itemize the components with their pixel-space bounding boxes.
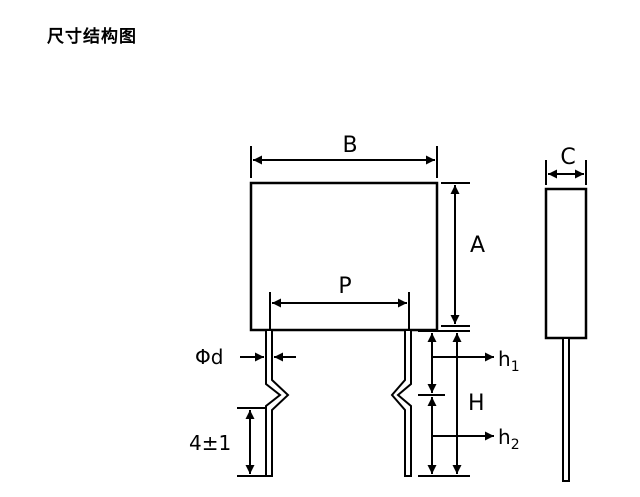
label-h2-base: h — [498, 425, 511, 449]
lead-side — [562, 339, 570, 482]
label-lead-length: 4±1 — [189, 431, 231, 455]
dimension-h: h1 h2 H — [418, 330, 520, 477]
lead-left — [265, 331, 290, 477]
lead-right — [390, 331, 412, 477]
label-h2-sub: 2 — [511, 437, 520, 453]
dimension-p: P — [269, 274, 410, 330]
label-h1-sub: 1 — [511, 359, 520, 375]
label-h1: h1 — [498, 347, 520, 375]
label-phi-d: Φd — [195, 345, 223, 369]
label-h2: h2 — [498, 425, 520, 453]
dimension-phi-d: Φd — [195, 345, 296, 369]
dimension-b: B — [250, 133, 438, 178]
dimension-c: C — [545, 145, 587, 185]
dimension-a: A — [441, 182, 485, 327]
capacitor-body-side — [544, 187, 588, 340]
label-h1-base: h — [498, 347, 511, 371]
label-b: B — [342, 133, 357, 158]
page-title: 尺寸结构图 — [47, 27, 137, 47]
label-p: P — [338, 274, 351, 299]
dimension-lead-length: 4±1 — [189, 407, 266, 477]
label-h-total: H — [468, 391, 485, 416]
label-a: A — [470, 233, 485, 258]
label-c: C — [560, 145, 575, 170]
